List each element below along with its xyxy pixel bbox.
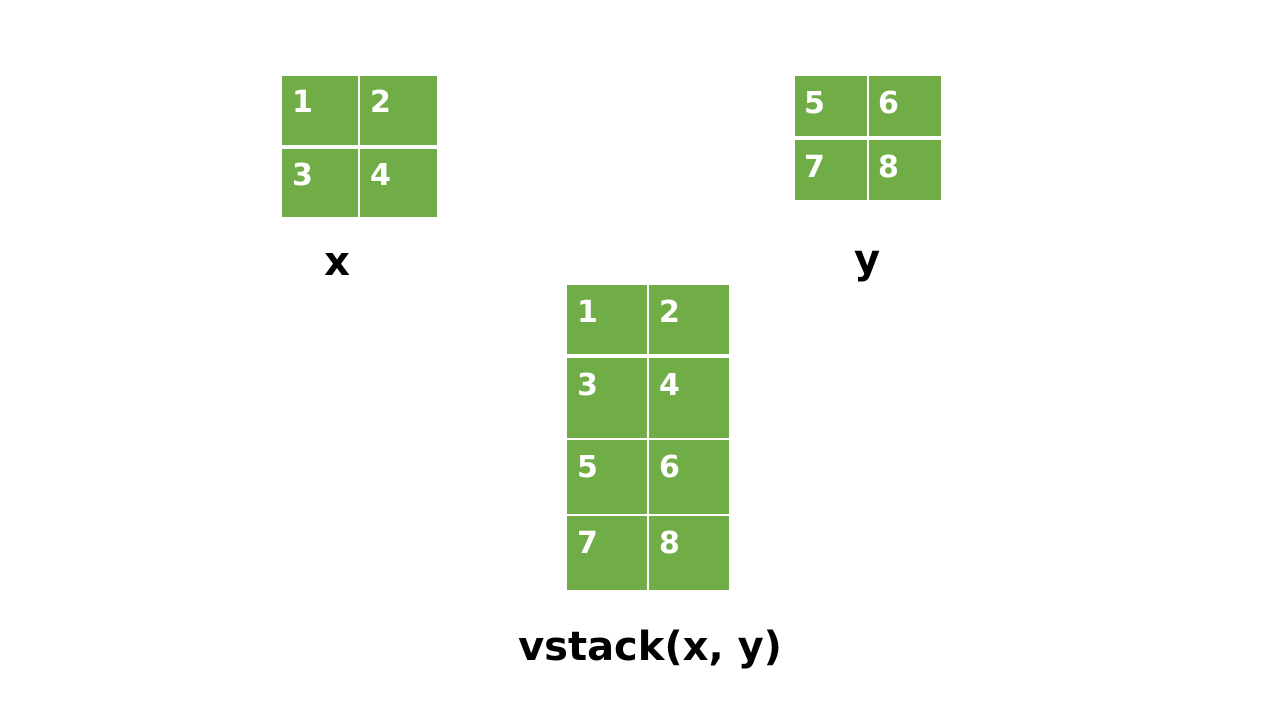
vstack-result-label: vstack(x, y) [518,624,782,670]
result-cell: 8 [649,516,729,590]
matrix-y: 5 6 7 8 [795,76,941,200]
matrix-x-cell: 2 [360,76,437,145]
matrix-y-label: y [853,237,881,283]
vstack-result-matrix: 1 2 3 4 5 6 7 8 [567,285,729,590]
matrix-y-cell: 8 [869,140,941,200]
matrix-x-cell: 1 [282,76,358,145]
result-cell: 1 [567,285,647,354]
result-cell: 4 [649,358,729,438]
matrix-x-label: x [324,239,350,285]
matrix-y-cell: 6 [869,76,941,136]
matrix-x-cell: 4 [360,149,437,217]
result-cell: 2 [649,285,729,354]
result-cell: 6 [649,440,729,514]
result-cell: 7 [567,516,647,590]
result-cell: 3 [567,358,647,438]
result-cell: 5 [567,440,647,514]
matrix-y-cell: 5 [795,76,867,136]
matrix-x: 1 2 3 4 [282,76,437,217]
matrix-y-cell: 7 [795,140,867,200]
matrix-x-cell: 3 [282,149,358,217]
